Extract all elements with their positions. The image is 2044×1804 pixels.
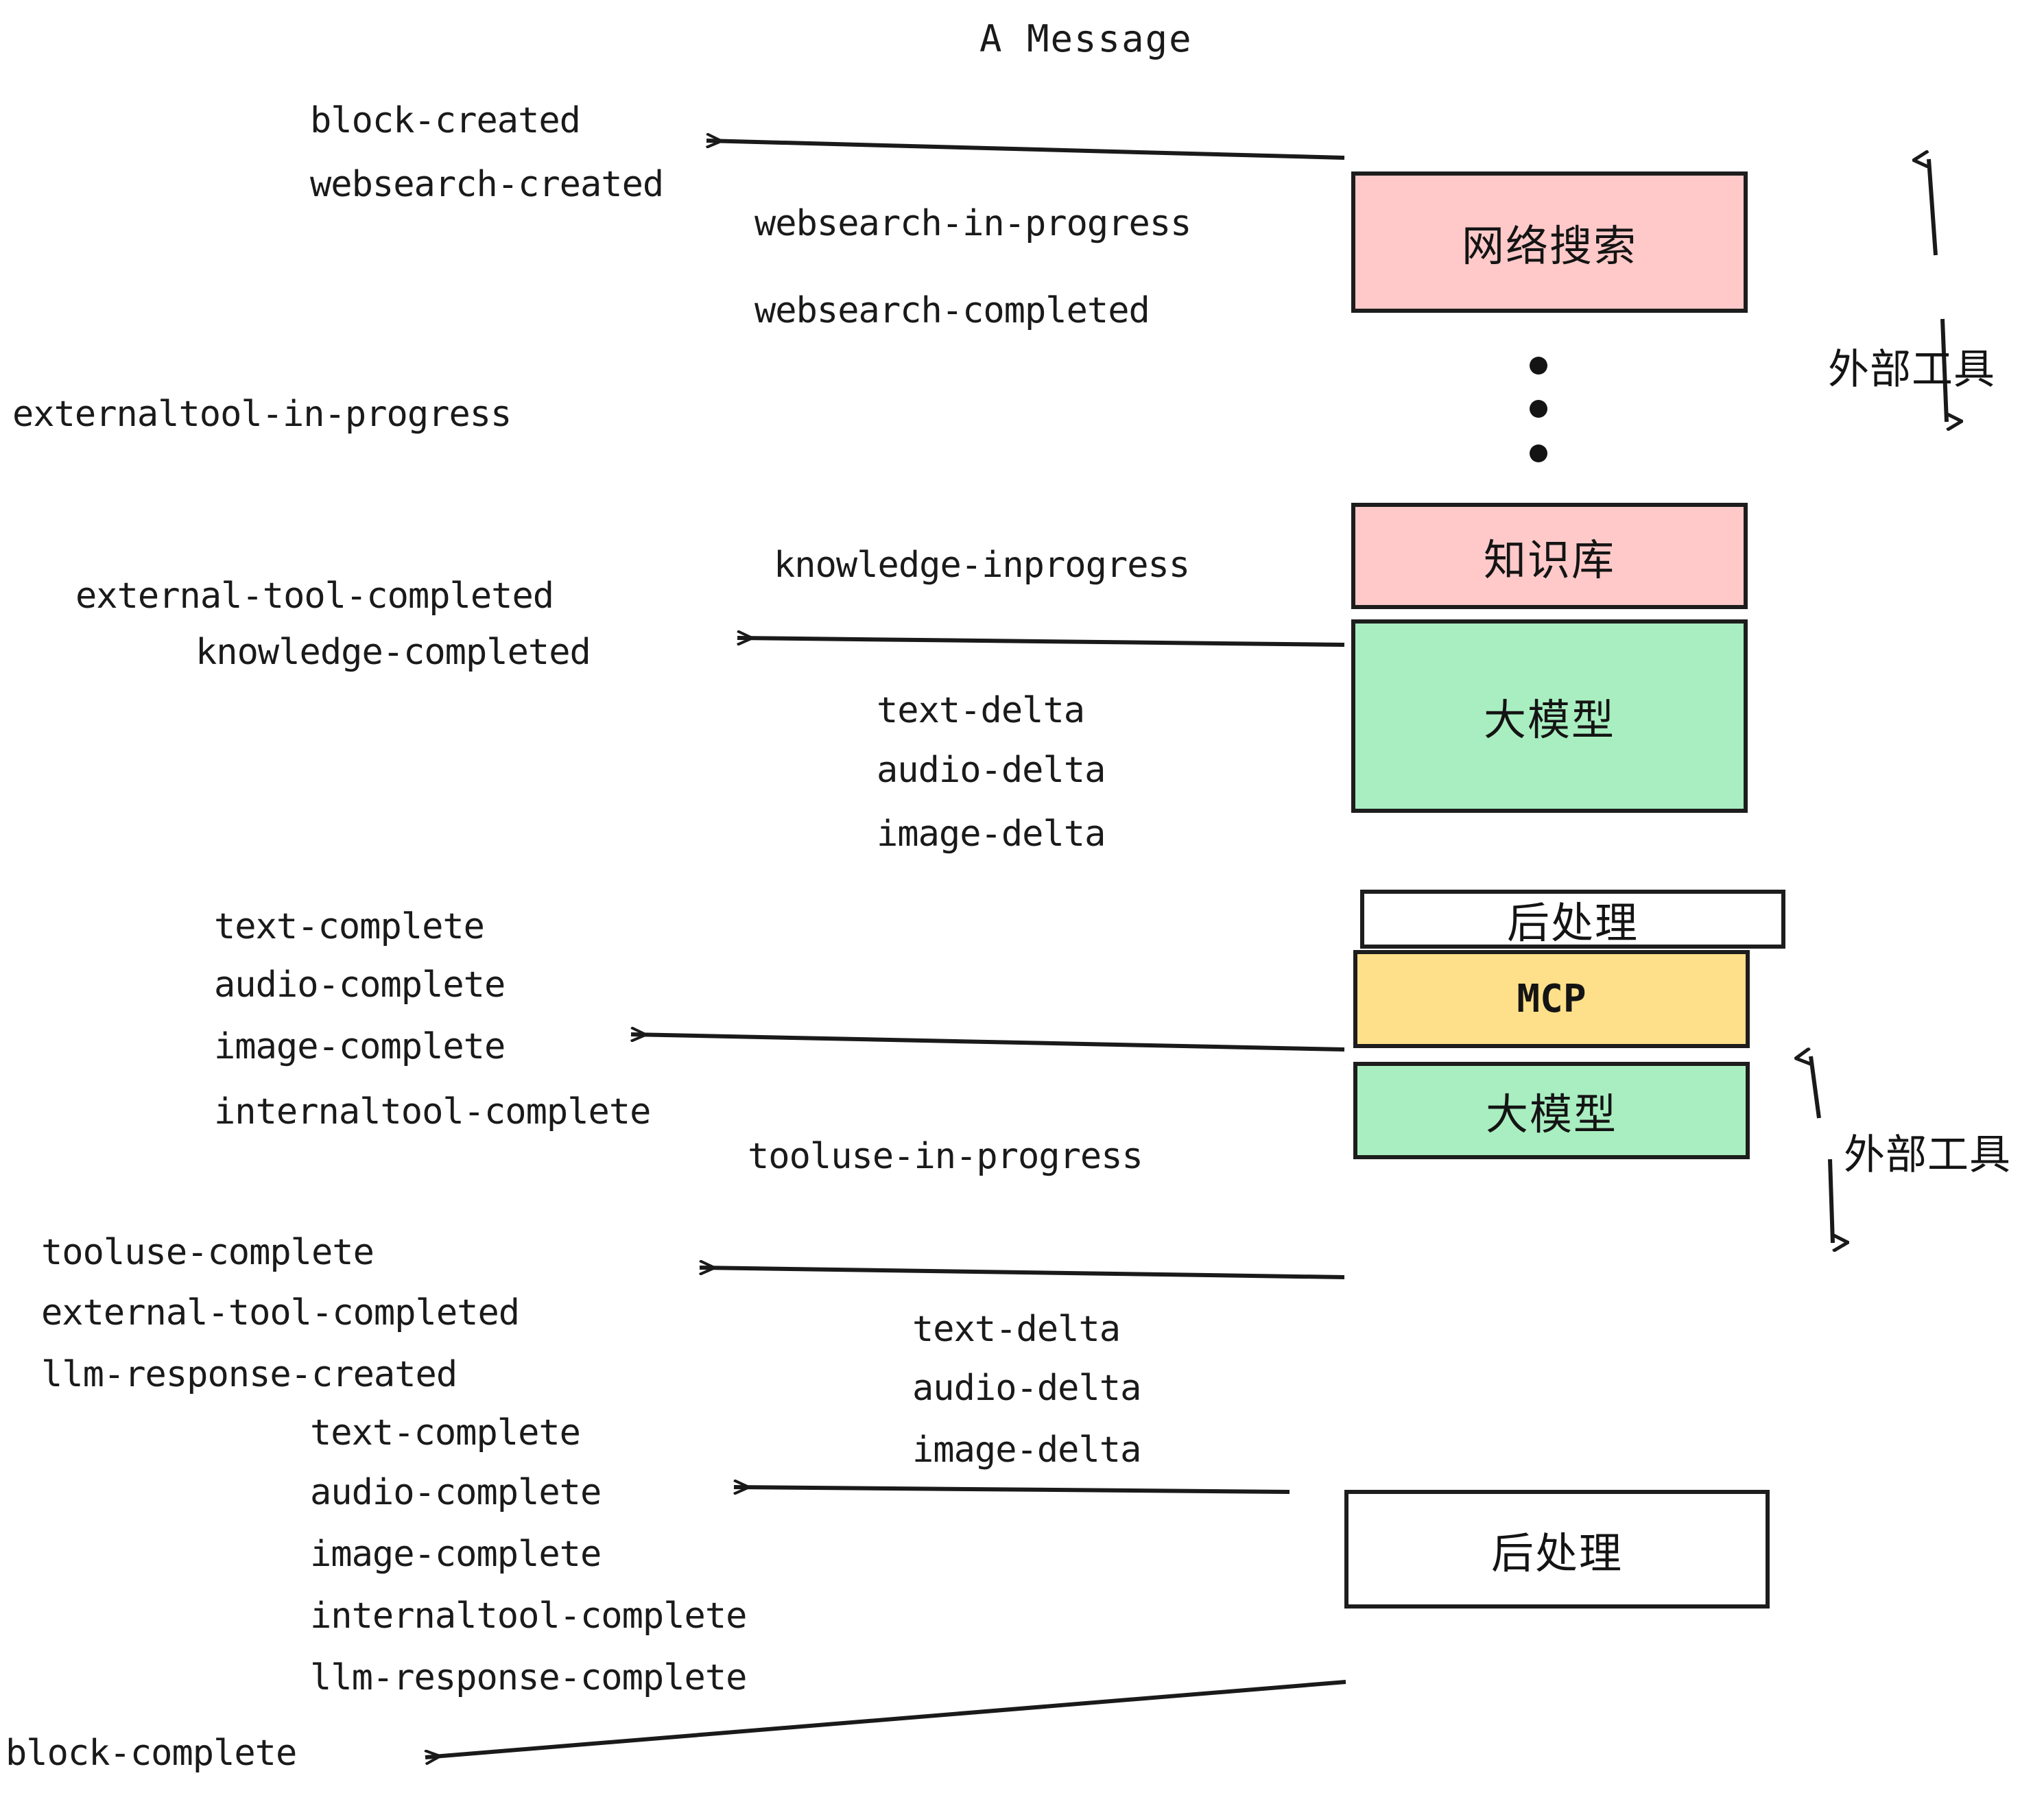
event-label-image-complete-1: image-complete bbox=[214, 1026, 506, 1067]
ellipsis-dot-2 bbox=[1530, 400, 1547, 418]
event-label-llm-response-complete: llm-response-complete bbox=[310, 1657, 747, 1698]
event-label-websearch-in-progress: websearch-in-progress bbox=[754, 203, 1191, 244]
event-label-websearch-created: websearch-created bbox=[310, 164, 664, 205]
event-label-text-delta-2: text-delta bbox=[912, 1309, 1121, 1350]
arrow-websearch-to-block-created bbox=[706, 141, 1345, 160]
box-llm-1[interactable]: 大模型 bbox=[1351, 619, 1748, 813]
box-label-llm-1: 大模型 bbox=[1483, 695, 1615, 745]
box-label-websearch: 网络搜索 bbox=[1461, 221, 1637, 271]
event-label-websearch-completed: websearch-completed bbox=[754, 290, 1150, 331]
box-mcp[interactable]: MCP bbox=[1353, 950, 1750, 1048]
event-label-audio-delta-2: audio-delta bbox=[912, 1368, 1141, 1409]
arrow-postprocess-to-image-complete bbox=[631, 1034, 1345, 1052]
event-label-text-complete-2: text-complete bbox=[310, 1412, 581, 1453]
arrow-external-tool-down-2 bbox=[1828, 1159, 1833, 1243]
arrow-knowledge-to-completed bbox=[737, 638, 1345, 647]
event-label-text-complete-1: text-complete bbox=[214, 906, 485, 947]
box-postprocess-2[interactable]: 后处理 bbox=[1344, 1490, 1770, 1609]
event-label-block-complete: block-complete bbox=[5, 1733, 297, 1774]
box-label-llm-2: 大模型 bbox=[1485, 1089, 1617, 1139]
event-label-knowledge-completed: knowledge-completed bbox=[195, 632, 591, 673]
event-label-image-complete-2: image-complete bbox=[310, 1534, 602, 1575]
arrow-llm-to-audio-complete bbox=[734, 1487, 1290, 1492]
side-label-external-tool-top: 外部工具 bbox=[1828, 346, 1995, 394]
arrow-mcp-to-tooluse-complete bbox=[700, 1268, 1345, 1279]
event-label-image-delta-1: image-delta bbox=[877, 814, 1106, 855]
event-label-llm-response-created: llm-response-created bbox=[41, 1354, 457, 1395]
box-label-mcp: MCP bbox=[1517, 977, 1587, 1021]
box-llm-2[interactable]: 大模型 bbox=[1353, 1062, 1750, 1159]
box-knowledge[interactable]: 知识库 bbox=[1351, 503, 1748, 609]
event-label-knowledge-inprogress: knowledge-inprogress bbox=[774, 545, 1190, 586]
box-label-postprocess-1: 后处理 bbox=[1506, 898, 1639, 948]
event-label-block-created: block-created bbox=[310, 100, 581, 141]
ellipsis-dot-1 bbox=[1530, 357, 1547, 375]
box-websearch[interactable]: 网络搜索 bbox=[1351, 171, 1748, 313]
side-label-external-tool-bottom: 外部工具 bbox=[1844, 1131, 2011, 1179]
arrow-external-tool-up-2 bbox=[1811, 1056, 1821, 1119]
ellipsis-dot-3 bbox=[1530, 444, 1547, 462]
arrow-external-tool-up-1 bbox=[1929, 159, 1938, 256]
page-title: A Message bbox=[979, 17, 1193, 60]
event-label-audio-complete-1: audio-complete bbox=[214, 964, 506, 1006]
box-label-knowledge: 知识库 bbox=[1483, 534, 1615, 585]
event-label-tooluse-in-progress: tooluse-in-progress bbox=[748, 1136, 1143, 1177]
event-label-external-tool-completed-1: external-tool-completed bbox=[75, 575, 554, 617]
event-label-internaltool-complete-1: internaltool-complete bbox=[214, 1091, 651, 1132]
event-label-audio-delta-1: audio-delta bbox=[877, 750, 1106, 791]
event-label-text-delta-1: text-delta bbox=[877, 690, 1085, 731]
event-label-image-delta-2: image-delta bbox=[912, 1429, 1141, 1471]
event-label-audio-complete-2: audio-complete bbox=[310, 1472, 602, 1513]
event-label-tooluse-complete: tooluse-complete bbox=[41, 1232, 375, 1273]
box-postprocess-1[interactable]: 后处理 bbox=[1360, 890, 1785, 949]
box-label-postprocess-2: 后处理 bbox=[1490, 1528, 1623, 1578]
event-label-externaltool-in-progress: externaltool-in-progress bbox=[12, 394, 512, 435]
event-label-external-tool-completed-2: external-tool-completed bbox=[41, 1292, 520, 1333]
event-label-internaltool-complete-2: internaltool-complete bbox=[310, 1595, 747, 1637]
